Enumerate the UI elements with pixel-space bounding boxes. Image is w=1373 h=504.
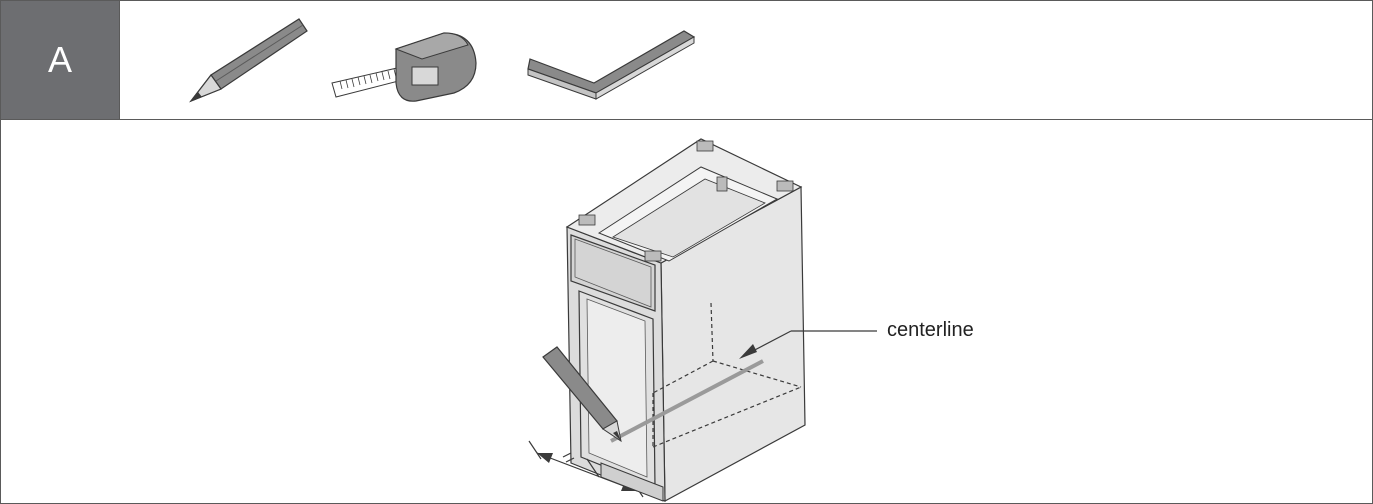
pencil-icon <box>189 18 308 103</box>
cabinet-illustration <box>528 138 877 502</box>
marking-pencil <box>542 346 622 443</box>
step-badge: A <box>1 1 120 119</box>
step-letter: A <box>47 39 72 80</box>
tape-measure-icon <box>331 32 477 102</box>
tools-header: A <box>1 1 1372 120</box>
centerline-label: centerline <box>887 319 974 341</box>
carpenter-square-icon <box>527 30 696 100</box>
